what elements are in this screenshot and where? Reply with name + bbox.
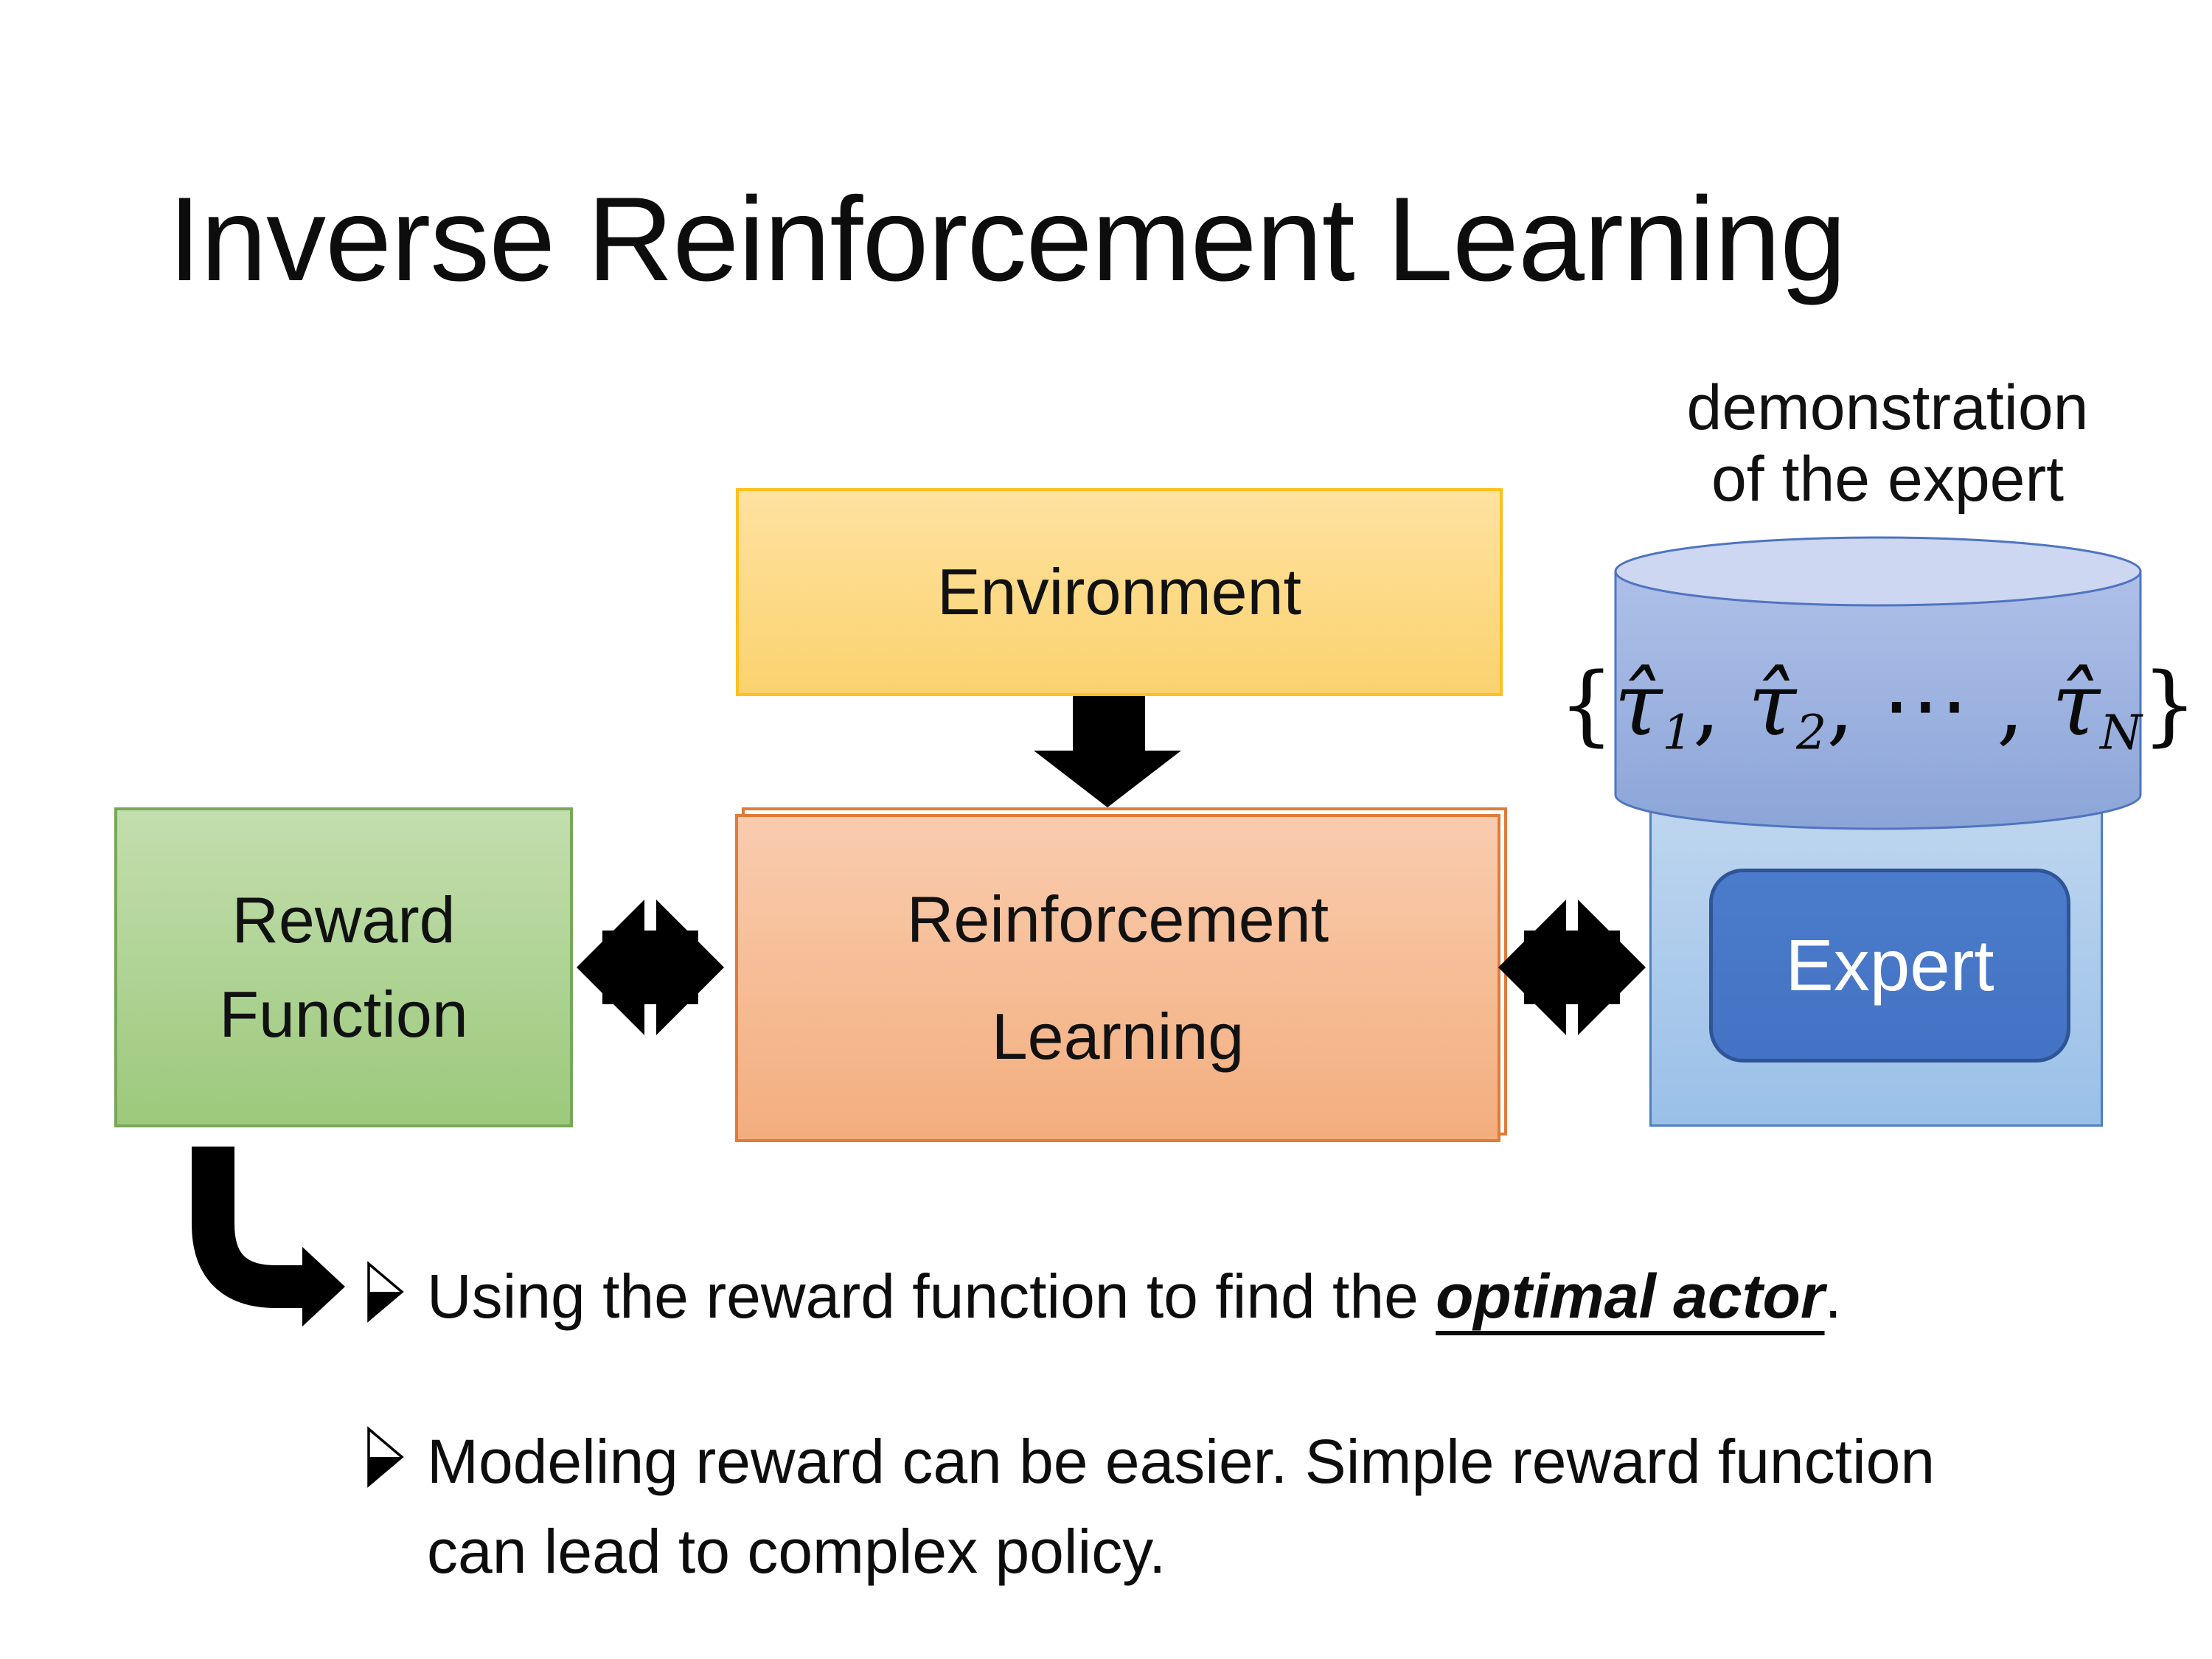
bullet-item-1: Using the reward function to find the op… [366,1252,2092,1342]
down-arrow-icon [1034,696,1181,807]
reward-function-box: Reward Function [114,807,573,1127]
bullet-text-pre: Using the reward function to find the [427,1262,1436,1331]
bullet-text-post: . [1824,1262,1842,1331]
reward-label-line-2: Function [219,978,468,1051]
bullet-text-pre: Modeling reward can be easier. Simple re… [427,1426,1935,1586]
bullet-list: Using the reward function to find the op… [366,1252,2092,1596]
rl-label-line-1: Reinforcement [906,883,1329,956]
bullet-item-2: Modeling reward can be easier. Simple re… [366,1417,2092,1597]
demonstration-label: demonstration of the expert [1556,372,2212,515]
rl-label-line-2: Learning [991,999,1245,1073]
database-cylinder-icon [1614,536,2142,830]
bullet-arrow-icon [367,1261,404,1323]
expert-label: Expert [1785,925,1994,1006]
demonstration-line-1: demonstration [1686,372,2089,443]
demonstration-line-2: of the expert [1711,444,2065,515]
environment-label: Environment [936,555,1301,628]
bent-arrow-icon [192,1147,345,1326]
bullet-text-emphasis: optimal actor [1436,1262,1825,1331]
bullet-text: Using the reward function to find the op… [427,1252,1842,1342]
page-title: Inverse Reinforcement Learning [168,173,1846,306]
bullet-text: Modeling reward can be easier. Simple re… [427,1417,1938,1597]
reinforcement-learning-box: Reinforcement Learning [735,814,1500,1142]
reward-label-line-1: Reward [232,883,456,957]
environment-box: Environment [736,488,1503,696]
double-arrow-icon-right [1498,894,1646,1041]
expert-box: Expert [1709,869,2070,1062]
bullet-arrow-icon [367,1426,404,1488]
trajectory-set-formula: {τ̂1, τ̂2, ⋯ , τ̂N} [1559,653,2197,761]
double-arrow-icon-left [577,894,724,1041]
